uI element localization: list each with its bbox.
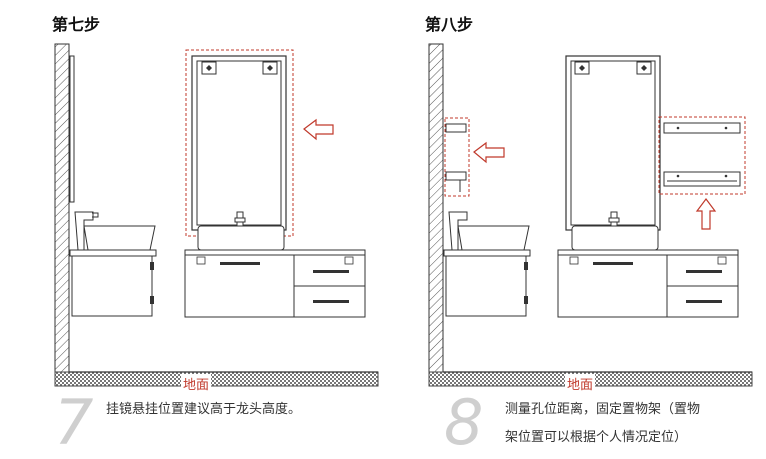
step7-front-basin xyxy=(197,225,285,251)
step7-floor xyxy=(54,371,379,387)
step7-arrow-left xyxy=(303,118,334,141)
step8-title: 第八步 xyxy=(425,15,474,34)
step8-floor-label: 地面 xyxy=(565,374,596,393)
step7-floor-label: 地面 xyxy=(181,374,212,393)
step7-description: 挂镜悬挂位置建议高于龙头高度。 xyxy=(106,402,302,417)
step8-shelf-front-highlight xyxy=(658,116,746,195)
step7-side-counter xyxy=(69,249,157,257)
step8-side-counter xyxy=(443,249,531,257)
step7-drawer-handle-top xyxy=(313,270,349,273)
step8-drawer-handle-top xyxy=(686,270,722,273)
step8-description-line2: 架位置可以根据个人情况定位） xyxy=(505,430,688,445)
step8-shelf-lower xyxy=(663,171,741,187)
step8-door-handle xyxy=(593,262,633,265)
step7-front-counter xyxy=(184,249,366,256)
step8-drawer-handle-bottom xyxy=(686,300,722,303)
step7-side-basin xyxy=(83,225,156,251)
step8-front-faucet xyxy=(608,211,620,227)
step8-number: 8 xyxy=(444,386,484,459)
step7-diagram xyxy=(54,43,379,387)
step8-mirror-bracket-right xyxy=(636,61,652,75)
step8-arrow-up xyxy=(695,198,717,230)
step8-shelf-upper xyxy=(663,122,741,134)
step8-shelf-side-view xyxy=(445,123,467,192)
step8-diagram xyxy=(428,43,753,387)
step7-door-handle xyxy=(220,262,260,265)
step7-mirror-bracket-right xyxy=(262,61,278,75)
step8-front-basin xyxy=(571,225,659,251)
step8-mirror-bracket-left xyxy=(574,61,590,75)
step7-wall xyxy=(54,43,70,375)
step8-description-line1: 测量孔位距离，固定置物架（置物 xyxy=(505,402,701,417)
step8-front-counter xyxy=(557,249,739,256)
step7-mirror-side-view xyxy=(69,55,75,203)
step7-side-cabinet xyxy=(71,255,153,317)
step8-mirror-front xyxy=(565,55,661,231)
step8-wall xyxy=(428,43,444,375)
step7-front-faucet xyxy=(234,211,246,227)
step8-shelf-side-highlight xyxy=(444,117,470,197)
step7-mirror-bracket-left xyxy=(201,61,217,75)
step7-drawer-handle-bottom xyxy=(313,300,349,303)
step7-number: 7 xyxy=(54,386,94,459)
step8-arrow-left xyxy=(473,141,505,164)
step7-title: 第七步 xyxy=(52,15,101,34)
step8-side-cabinet xyxy=(445,255,527,317)
step7-mirror-front xyxy=(191,55,287,231)
step8-side-basin xyxy=(457,225,530,251)
